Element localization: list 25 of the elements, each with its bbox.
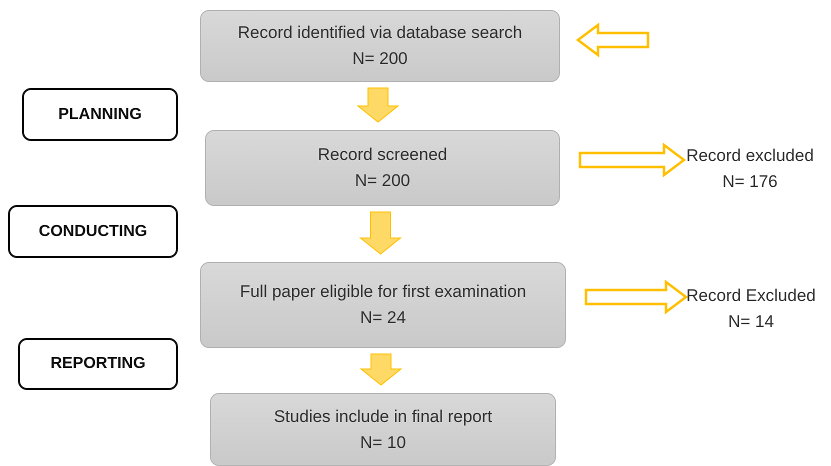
count-text: N= 10	[360, 432, 406, 452]
stage-box: REPORTING	[18, 338, 178, 390]
box-title: Record Excluded	[686, 286, 816, 306]
stage-box: PLANNING	[22, 88, 178, 141]
process-box	[210, 393, 556, 466]
count-text: N= 200	[354, 171, 410, 191]
block-arrow	[359, 212, 402, 255]
count-text: N= 14	[728, 312, 774, 332]
block-arrow	[578, 142, 686, 178]
box-title: Record screened	[318, 145, 448, 165]
process-box	[205, 130, 560, 206]
process-box	[200, 262, 566, 348]
count-text: N= 24	[360, 308, 406, 328]
stage-box: CONDUCTING	[8, 205, 178, 258]
box-title: Studies include in final report	[274, 406, 492, 426]
count-text: N= 200	[352, 49, 408, 69]
process-box	[200, 10, 560, 82]
box-title: Record identified via database search	[238, 23, 522, 43]
count-text: N= 176	[722, 172, 778, 192]
box-title: Full paper eligible for first examination	[240, 282, 526, 302]
box-title: Record excluded	[686, 146, 814, 166]
block-arrow	[576, 22, 650, 58]
block-arrow	[356, 88, 400, 123]
block-arrow	[360, 354, 402, 386]
block-arrow	[584, 280, 688, 314]
